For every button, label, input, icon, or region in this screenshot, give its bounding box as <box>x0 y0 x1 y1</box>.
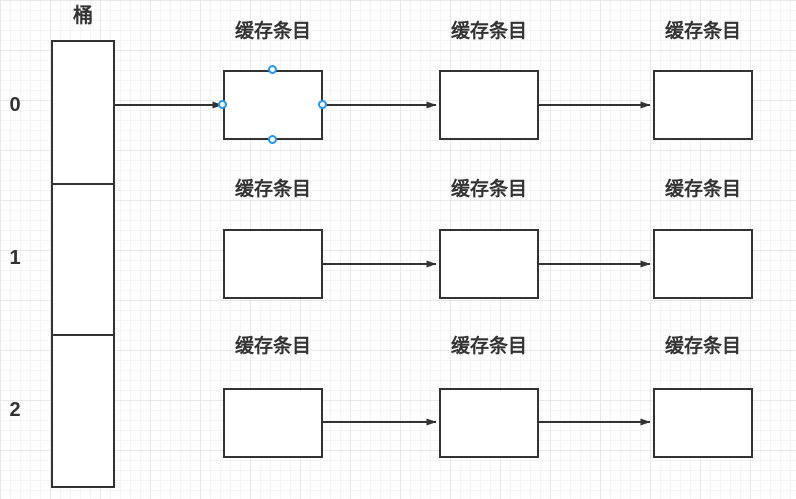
cache-entry-label[interactable]: 缓存条目 <box>234 179 311 200</box>
connection-point-left[interactable] <box>218 100 227 109</box>
cache-entry-box-row1-col0[interactable] <box>223 229 323 299</box>
cache-entry-label[interactable]: 缓存条目 <box>664 179 741 200</box>
cache-entry-label[interactable]: 缓存条目 <box>450 21 527 42</box>
bucket-slot-0[interactable] <box>51 40 115 185</box>
cache-entry-box-row2-col0[interactable] <box>223 388 323 458</box>
cache-entry-box-row1-col1[interactable] <box>439 229 539 299</box>
cache-entry-label[interactable]: 缓存条目 <box>664 336 741 357</box>
cache-entry-label[interactable]: 缓存条目 <box>664 21 741 42</box>
cache-entry-box-row0-col2[interactable] <box>653 70 753 140</box>
cache-entry-label[interactable]: 缓存条目 <box>450 179 527 200</box>
bucket-slot-2[interactable] <box>51 334 115 488</box>
bucket-title-label[interactable]: 桶 <box>73 5 93 27</box>
bucket-index-2-label[interactable]: 2 <box>9 399 21 421</box>
bucket-slot-1[interactable] <box>51 183 115 336</box>
cache-entry-box-row1-col2[interactable] <box>653 229 753 299</box>
bucket-index-0-label[interactable]: 0 <box>9 94 21 116</box>
cache-entry-box-row2-col1[interactable] <box>439 388 539 458</box>
connection-point-bottom[interactable] <box>268 135 277 144</box>
connection-point-right[interactable] <box>318 100 327 109</box>
cache-entry-label[interactable]: 缓存条目 <box>234 21 311 42</box>
cache-entry-box-row0-col0[interactable] <box>223 70 323 140</box>
cache-entry-box-row0-col1[interactable] <box>439 70 539 140</box>
connection-point-top[interactable] <box>268 65 277 74</box>
cache-entry-label[interactable]: 缓存条目 <box>234 336 311 357</box>
cache-entry-box-row2-col2[interactable] <box>653 388 753 458</box>
bucket-index-1-label[interactable]: 1 <box>9 247 21 269</box>
cache-entry-label[interactable]: 缓存条目 <box>450 336 527 357</box>
